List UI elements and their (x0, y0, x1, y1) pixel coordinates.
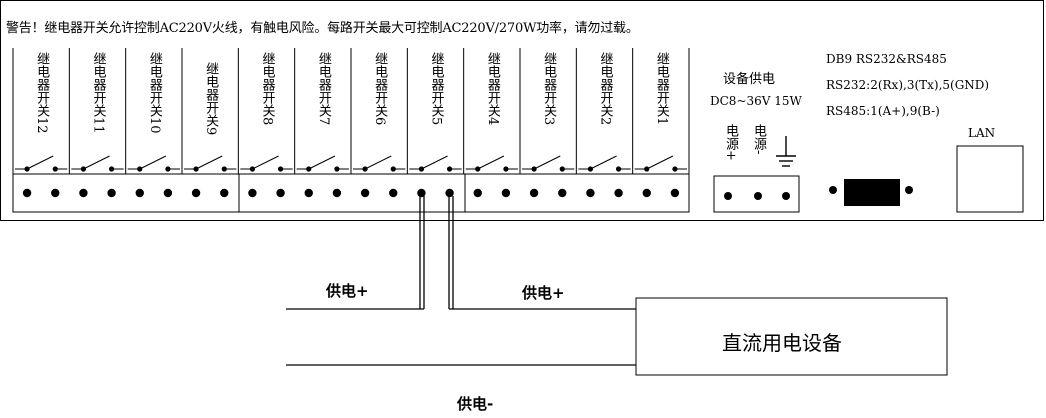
relay-terminal-screw (445, 188, 454, 198)
relay-terminal-screw (163, 188, 173, 198)
dc-device-label: 直流用电设备 (722, 331, 842, 355)
relay-terminal-screw (417, 188, 426, 198)
lan-port (956, 145, 1024, 213)
relay-terminal-screw (191, 188, 201, 198)
relay-switch-icon (522, 155, 575, 172)
relay-switch-icon (296, 155, 349, 172)
relay-columns (12, 48, 690, 174)
power-supply-title: 设备供电 (723, 72, 776, 87)
relay-terminal-screw (586, 188, 595, 198)
relay-switch-icon (240, 155, 293, 172)
relay-label: 继电器开关7 (315, 52, 331, 126)
relay-terminal-screw (642, 188, 651, 198)
relay-terminal-screw (558, 188, 567, 198)
relay-terminal-screw (51, 188, 60, 198)
ground-icon (776, 136, 796, 167)
relay-terminal-screw (107, 188, 116, 198)
db9-screw-left (829, 186, 837, 194)
relay-terminal-screw (304, 188, 313, 198)
relay-terminal-screw (332, 188, 342, 198)
relay-label: 继电器开关9 (203, 62, 219, 136)
relay-switch-icon (127, 155, 180, 172)
relay-terminal-screw (473, 188, 482, 198)
relay-label: 继电器开关12 (34, 52, 50, 134)
relay-label: 继电器开关2 (597, 52, 613, 126)
relay-switch-icon (578, 155, 631, 172)
relay-terminal-screw (79, 188, 88, 198)
relay-switch-icon (71, 155, 124, 172)
power-pin-plus-label: 电源+ (723, 124, 738, 161)
relay-terminal-screw (220, 188, 229, 198)
db9-screw-right (905, 186, 913, 194)
relay-switches (15, 155, 687, 172)
warning-text: 警告！继电器开关允许控制AC220V火线，有触电风险。每路开关最大可控制AC22… (6, 21, 639, 36)
relay-terminal-screw (360, 188, 370, 198)
supply-plus-right-label: 供电+ (522, 284, 565, 302)
db9-title: DB9 RS232&RS485 (826, 52, 947, 66)
lan-label: LAN (968, 126, 996, 140)
relay-label: 继电器开关4 (484, 52, 500, 126)
db9-rs232-pins: RS232:2(Rx),3(Tx),5(GND) (826, 78, 990, 92)
relay-switch-icon (353, 155, 406, 172)
relay-label: 继电器开关10 (146, 52, 162, 134)
relay-terminal-screw (248, 188, 257, 198)
supply-minus-label: 供电- (457, 395, 494, 413)
relay-terminal-screw (135, 188, 144, 198)
relay-terminal-screw (276, 188, 285, 198)
relay-label: 继电器开关6 (372, 52, 388, 126)
relay-label: 继电器开关8 (259, 52, 275, 126)
db9-connector (844, 179, 900, 206)
relay-switch-icon (465, 155, 518, 172)
relay-terminal-screw (22, 188, 32, 198)
power-terminal-plus (724, 192, 732, 200)
power-supply-spec: DC8~36V 15W (710, 94, 802, 108)
relay-switch-icon (634, 155, 687, 172)
relay-switch-icon (409, 155, 462, 172)
db9-rs485-pins: RS485:1(A+),9(B-) (826, 104, 940, 118)
power-pin-minus-label: 电源- (751, 124, 766, 155)
supply-plus-left-label: 供电+ (326, 282, 369, 300)
relay-label: 继电器开关1 (653, 52, 669, 126)
power-terminal-minus (754, 192, 762, 200)
power-terminal-ground (782, 192, 790, 200)
power-terminal-block (713, 175, 800, 213)
controller-panel (0, 0, 1044, 221)
relay-label: 继电器开关5 (428, 52, 444, 126)
relay-label: 继电器开关11 (90, 52, 106, 134)
relay-terminal-dots (22, 188, 680, 198)
relay-terminal-screw (670, 188, 680, 198)
relay-terminal-screw (529, 188, 539, 198)
dc-device-box (635, 297, 948, 376)
relay-terminal-screw (389, 188, 398, 198)
relay-terminal-screw (501, 188, 511, 198)
relay-switch-icon (184, 155, 237, 172)
relay-label: 继电器开关3 (541, 52, 557, 126)
relay-terminal-screw (614, 188, 623, 198)
relay-switch-icon (15, 155, 68, 172)
